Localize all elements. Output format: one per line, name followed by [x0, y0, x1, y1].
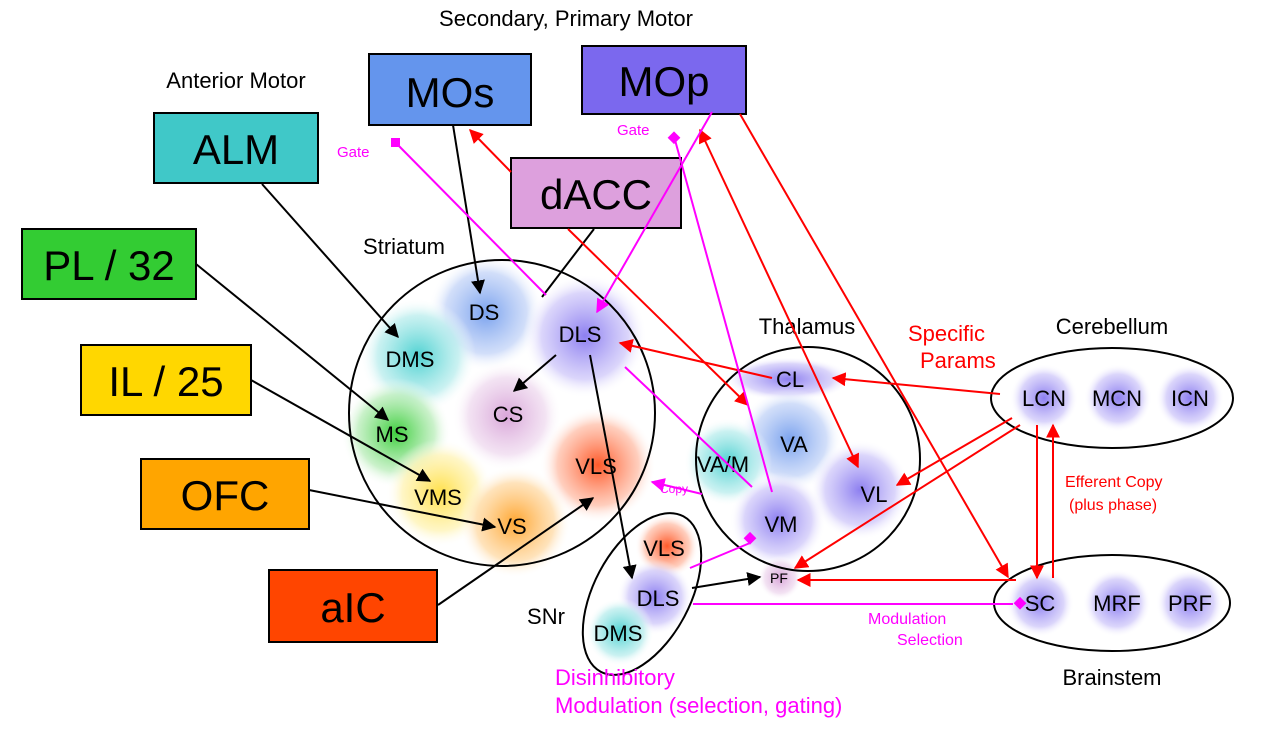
red-arrows [469, 113, 1060, 587]
arrow-mop-sc [739, 113, 1009, 579]
striatum-label: Striatum [363, 234, 445, 259]
secondary-primary-motor-label: Secondary, Primary Motor [439, 6, 693, 31]
brainstem-prf: PRF [1168, 591, 1212, 616]
disinhibitory-label-2: Modulation (selection, gating) [555, 693, 842, 718]
selection-label: Selection [897, 632, 963, 649]
box-alm: ALM [153, 112, 319, 184]
cerebellum-label: Cerebellum [1056, 314, 1169, 339]
cerebellum-mcn: MCN [1092, 386, 1142, 411]
cerebellum-ellipse [990, 347, 1234, 449]
arrow-pl-ms [195, 263, 390, 421]
efferent-copy-label-1: Efferent Copy [1065, 474, 1163, 491]
box-mos-label: MOs [406, 69, 495, 116]
brainstem-mrf: MRF [1093, 591, 1141, 616]
thalamus-pf: PF [770, 570, 788, 586]
striatum-dls: DLS [559, 322, 602, 347]
magenta-arrows [391, 111, 1027, 610]
snr-label: SNr [527, 604, 565, 629]
specific-params-label-1: Specific [908, 321, 985, 346]
modulation-marker [1013, 596, 1027, 610]
snr-ellipse [581, 512, 703, 676]
modulation-label: Modulation [868, 611, 946, 628]
snr-vls: VLS [643, 536, 685, 561]
box-ofc: OFC [140, 458, 310, 530]
arrow-mop-vl [699, 128, 859, 469]
box-mop-label: MOp [618, 58, 709, 105]
gate-right-marker [667, 131, 681, 145]
brainstem-label: Brainstem [1062, 665, 1161, 690]
arrow-dacc-dls [541, 228, 595, 298]
arrow-il-vms [250, 379, 432, 482]
efferent-copy-label-2: (plus phase) [1069, 497, 1157, 514]
box-dacc-label: dACC [540, 171, 652, 218]
arrow-mos-ds [452, 124, 485, 295]
specific-params-label-2: Params [920, 348, 996, 373]
box-aic: aIC [268, 569, 438, 643]
arrow-lcn-cl [831, 372, 1001, 395]
striatum-blobs [341, 255, 656, 578]
box-alm-label: ALM [193, 126, 279, 173]
thalamus-vl: VL [861, 482, 888, 507]
striatum-cs: CS [493, 402, 524, 427]
arrow-ofc-vs [308, 489, 497, 532]
brainstem-blobs [1006, 569, 1224, 637]
gate-right-label: Gate [617, 122, 650, 139]
gate-left-marker [391, 138, 400, 147]
box-il-label: IL / 25 [108, 358, 223, 405]
brainstem-sc: SC [1025, 591, 1056, 616]
striatum-ms: MS [376, 422, 409, 447]
box-mop: MOp [581, 45, 747, 115]
thalamus-vm: VM [765, 512, 798, 537]
arrow-cl-dls [618, 339, 773, 379]
arrow-dls-vm [624, 366, 753, 488]
gate-left-line [395, 142, 547, 296]
box-aic-label: aIC [320, 584, 385, 631]
snr-vm-marker [743, 531, 757, 545]
box-ofc-label: OFC [181, 472, 270, 519]
copy-arrow [650, 478, 703, 495]
snr-dls: DLS [637, 586, 680, 611]
cerebellum-icn: ICN [1171, 386, 1209, 411]
striatum-circle [348, 259, 656, 567]
box-dacc: dACC [510, 157, 682, 229]
anterior-motor-label: Anterior Motor [166, 68, 305, 93]
arrow-dls-cs [512, 354, 557, 392]
striatum-vms: VMS [414, 485, 462, 510]
arrow-alm-dms [261, 183, 399, 339]
gate-left-label: Gate [337, 144, 370, 161]
striatum-vs: VS [497, 514, 526, 539]
snr-dms: DMS [594, 621, 643, 646]
striatum-dms: DMS [386, 347, 435, 372]
arrow-aic-vls [437, 497, 595, 606]
box-pl-label: PL / 32 [43, 242, 175, 289]
arrow-snr-vm [689, 542, 751, 569]
thalamus-cl: CL [776, 367, 804, 392]
box-pl: PL / 32 [21, 228, 197, 300]
arrow-lcn-pf [793, 424, 1021, 569]
disinhibitory-label-1: Disinhibitory [555, 665, 675, 690]
thalamus-va: VA [780, 432, 808, 457]
cerebellum-lcn: LCN [1022, 386, 1066, 411]
copy-label: Copy [660, 482, 688, 496]
arrow-snr-pf [691, 572, 762, 589]
thalamus-vam: VA/M [697, 452, 749, 477]
arrow-lcn-vl [895, 417, 1013, 486]
black-arrows [195, 124, 762, 606]
cerebellum-blobs [1010, 364, 1224, 432]
arrow-dacc-mos [469, 128, 512, 173]
box-il: IL / 25 [80, 344, 252, 416]
thalamus-label: Thalamus [759, 314, 856, 339]
striatum-ds: DS [469, 300, 500, 325]
arrow-dls-snr [589, 354, 637, 580]
arrow-mop-dls [596, 111, 713, 314]
gate-right-line [674, 139, 773, 493]
box-mos: MOs [368, 53, 532, 126]
